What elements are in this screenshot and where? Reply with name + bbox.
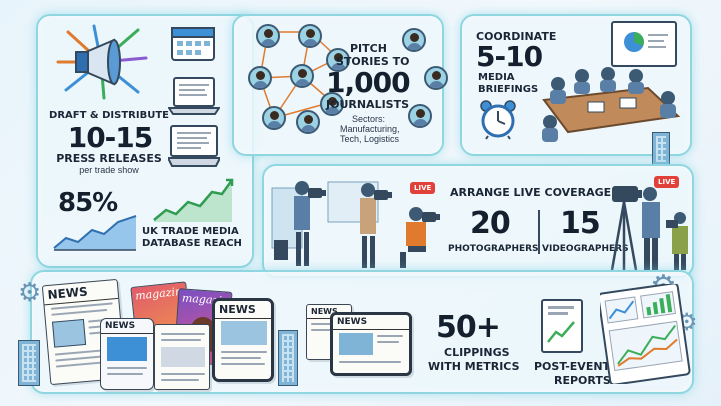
- briefings-label-1: MEDIA: [478, 72, 515, 83]
- office-building: [278, 330, 298, 386]
- newspaper-title: NEWS: [101, 319, 153, 334]
- videographers-scene-icon: [606, 170, 692, 274]
- briefings-count: 5-10: [476, 40, 543, 73]
- press-release-heading: DRAFT & DISTRIBUTE: [49, 110, 169, 121]
- megaphone-icon: [46, 22, 156, 102]
- meeting-table-icon: [528, 18, 688, 150]
- newspaper-title: NEWS: [215, 301, 271, 319]
- tablet-news: NEWS: [212, 298, 274, 382]
- journalist-avatar: [256, 24, 280, 48]
- database-reach-label-1: UK TRADE MEDIA: [142, 226, 239, 237]
- journalist-avatar: [290, 64, 314, 88]
- journalist-count: 1,000: [326, 66, 411, 99]
- photographer-label: PHOTOGRAPHERS: [448, 244, 539, 254]
- live-coverage-title: ARRANGE LIVE COVERAGE: [450, 186, 612, 199]
- press-release-label: PRESS RELEASES: [56, 152, 162, 165]
- pitch-line-2: STORIES TO: [336, 55, 410, 68]
- office-building: [652, 132, 670, 166]
- sectors-line-1: Sectors:: [352, 114, 386, 124]
- area-chart-icon: [52, 212, 138, 252]
- journalist-avatar: [320, 92, 344, 116]
- calendar-icon: [170, 24, 216, 62]
- photographers-scene-icon: [268, 168, 444, 274]
- sectors-line-3: Tech, Logistics: [340, 134, 400, 144]
- journalist-avatar: [298, 24, 322, 48]
- reports-label-1: POST-EVENT: [534, 360, 611, 373]
- photographer-count: 20: [470, 206, 511, 241]
- clippings-label-2: WITH METRICS: [428, 360, 520, 373]
- newspaper-clipping: [154, 324, 210, 390]
- tablet-news: NEWS: [100, 318, 154, 390]
- press-release-sub: per trade show: [79, 165, 139, 175]
- videographer-count: 15: [560, 206, 601, 241]
- clippings-label-1: CLIPPINGS: [444, 346, 510, 359]
- newspaper-title: NEWS: [42, 279, 119, 306]
- journalist-avatar: [248, 66, 272, 90]
- live-badge-videographers: LIVE: [654, 176, 680, 188]
- briefings-line-1: COORDINATE: [476, 30, 557, 43]
- journalist-avatar: [408, 104, 432, 128]
- journalist-avatar: [326, 48, 350, 72]
- live-badge-text: LIVE: [414, 184, 432, 192]
- sectors-line-2: Manufacturing,: [340, 124, 400, 134]
- office-building: [18, 340, 40, 386]
- newspaper-title: NEWS: [307, 305, 351, 319]
- journalist-avatar: [296, 110, 320, 134]
- analytics-dashboard-icon: [597, 282, 692, 386]
- briefings-label-2: BRIEFINGS: [478, 84, 539, 95]
- line-chart-icon: [152, 176, 234, 224]
- clippings-count: 50+: [436, 310, 501, 345]
- pitch-line-1: PITCH: [350, 42, 387, 55]
- journalist-label: JOURNALISTS: [326, 98, 410, 111]
- laptop-icon: [167, 76, 221, 116]
- database-reach-label-2: DATABASE REACH: [142, 238, 242, 249]
- press-release-count: 10-15: [67, 121, 154, 154]
- monitor-icon: [166, 124, 222, 168]
- live-badge-photographers: LIVE: [410, 182, 436, 194]
- database-reach-percent: 85%: [58, 188, 118, 218]
- report-document-icon: [540, 298, 584, 354]
- live-badge-text: LIVE: [658, 178, 676, 186]
- journalist-avatar: [402, 28, 426, 52]
- videographer-label: VIDEOGRAPHERS: [542, 244, 629, 254]
- journalist-avatar: [262, 106, 286, 130]
- coverage-divider: [538, 210, 540, 254]
- alarm-clock-icon: [478, 98, 518, 140]
- newspaper-title: NEWS: [333, 315, 409, 330]
- gear-icon: ⚙: [18, 278, 42, 308]
- tablet-news: NEWS: [330, 312, 412, 376]
- reports-label-2: REPORTS: [554, 374, 611, 387]
- journalist-avatar: [424, 66, 448, 90]
